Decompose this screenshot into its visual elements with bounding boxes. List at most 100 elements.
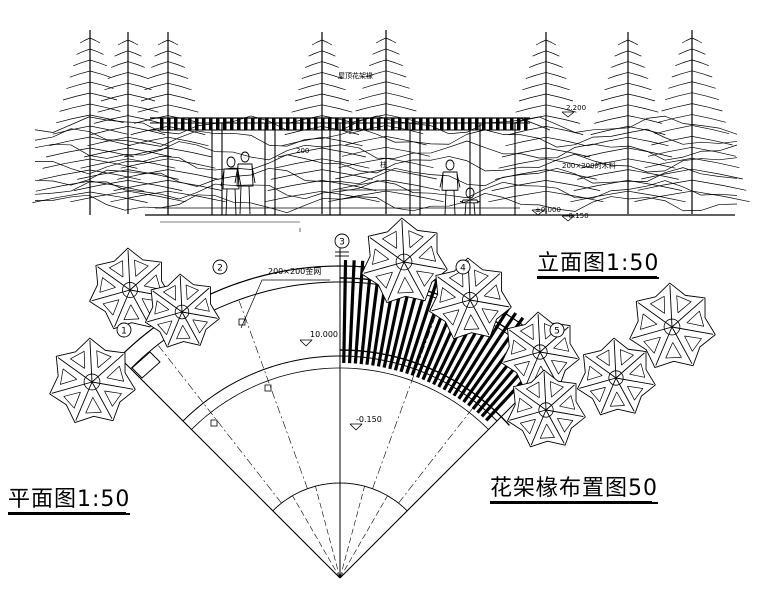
pergola-rafter-end — [412, 118, 416, 130]
pine-branch-right — [321, 169, 373, 180]
pine-branch-left — [518, 93, 547, 102]
plan-tree — [507, 369, 586, 448]
pine-branch-left — [154, 50, 169, 57]
pine-branch-right — [127, 61, 145, 68]
tree-leaf-cluster — [596, 349, 610, 366]
pine-branch-left — [127, 136, 169, 147]
tree-leaf-cluster — [123, 304, 140, 320]
pine-branch-left — [113, 180, 169, 191]
pine-branch-right — [545, 126, 584, 135]
pergola-rafter-end — [314, 118, 318, 130]
pergola-rafter-end — [342, 118, 346, 130]
pergola-rafter-end — [216, 118, 220, 130]
pine-branch-left — [80, 158, 129, 169]
pine-branch-left — [488, 190, 547, 203]
pine-branch-left — [495, 169, 547, 180]
pine-branch-left — [94, 115, 129, 124]
tree-leaf-cluster — [510, 339, 527, 355]
pine-branch-right — [385, 92, 414, 101]
plan-inner-radial — [315, 486, 341, 579]
pine-branch-right — [321, 190, 380, 203]
pine-branch-left — [144, 82, 169, 91]
pine-branch-left — [577, 169, 629, 180]
person-leg — [248, 186, 251, 215]
pine-branch-right — [167, 190, 226, 203]
pine-branch-left — [594, 115, 629, 124]
tree-branch — [387, 261, 405, 301]
pine-branch-right — [89, 191, 148, 203]
pine-branch-left — [335, 168, 387, 180]
pine-branch-left — [369, 59, 387, 66]
tree-leaf-cluster — [397, 277, 414, 294]
pine-branch-left — [70, 190, 129, 203]
pergola-rafter-end — [349, 118, 353, 130]
person-leg — [239, 186, 242, 215]
tree-leaf-cluster — [586, 365, 603, 381]
pergola-rafter-end — [272, 118, 276, 130]
tree-leaf-cluster — [442, 309, 460, 326]
tree-branch — [469, 299, 510, 308]
person-leg — [225, 188, 228, 216]
plan-radial-guide — [238, 299, 308, 489]
pine-branch-left — [583, 147, 629, 158]
tree-leaf-cluster — [640, 313, 658, 330]
tree-leaf-cluster — [96, 350, 112, 369]
pergola-rafter-end — [251, 118, 255, 130]
grid-marker-label: 5 — [554, 327, 560, 337]
pine-branch-right — [545, 39, 557, 46]
tree-leaf-cluster — [676, 295, 692, 314]
pergola-rafter-end — [258, 118, 262, 130]
elevation-title: 立面图1:50 — [537, 245, 660, 279]
pine-branch-left — [56, 114, 91, 124]
tree-leaf-cluster — [134, 259, 149, 277]
pine-branch-right — [691, 157, 740, 169]
tree-leaf-cluster — [154, 300, 170, 315]
pine-branch-left — [641, 168, 693, 180]
tree-leaf-cluster — [520, 323, 534, 340]
tree-leaf-cluster — [650, 295, 665, 314]
pine-branch-left — [675, 59, 693, 66]
pine-branch-left — [76, 48, 91, 55]
pine-branch-left — [42, 158, 91, 169]
pine-branch-left — [365, 70, 387, 78]
person-leg — [444, 190, 447, 216]
pine-branch-left — [134, 115, 169, 124]
pine-branch-right — [321, 72, 343, 79]
pine-branch-left — [45, 147, 91, 158]
pergola-rafter-end — [384, 118, 388, 130]
pine-branch-left — [668, 81, 693, 89]
tree-leaf-cluster — [526, 381, 540, 398]
pine-branch-right — [545, 147, 591, 158]
pine-branch-right — [89, 103, 121, 112]
pine-branch-right — [321, 180, 377, 191]
pine-branch-right — [627, 104, 659, 113]
pine-branch-left — [298, 82, 323, 91]
person-leg — [473, 202, 476, 216]
rafter-layout-title: 花架椽布置图50 — [490, 470, 658, 504]
tree-branch — [401, 220, 405, 263]
elevation-pine-tree — [32, 30, 148, 215]
pergola-rafter-end — [223, 118, 227, 130]
tree-branch — [469, 299, 490, 336]
pine-branch-left — [600, 93, 629, 102]
tree-trunk-circle — [83, 373, 101, 391]
pine-branch-right — [627, 136, 669, 147]
grid-marker-4: 4 — [455, 259, 471, 275]
pine-branch-left — [120, 158, 169, 169]
pergola-beam-end — [519, 117, 551, 131]
elevation-pine-tree — [70, 32, 186, 214]
pine-branch-right — [167, 72, 189, 79]
tree-leaf-cluster — [375, 271, 393, 289]
plan-inner-radial — [292, 495, 341, 579]
plan-column-square — [238, 318, 246, 326]
pine-branch-right — [167, 104, 199, 113]
pine-branch-left — [137, 104, 169, 113]
pine-branch-left — [671, 70, 693, 78]
elevation-pine-tree — [570, 32, 686, 214]
pine-branch-left — [338, 157, 387, 169]
pine-branch-left — [515, 104, 547, 113]
pine-branch-left — [62, 92, 91, 101]
pine-branch-right — [691, 114, 726, 123]
tree-branch — [97, 266, 131, 291]
